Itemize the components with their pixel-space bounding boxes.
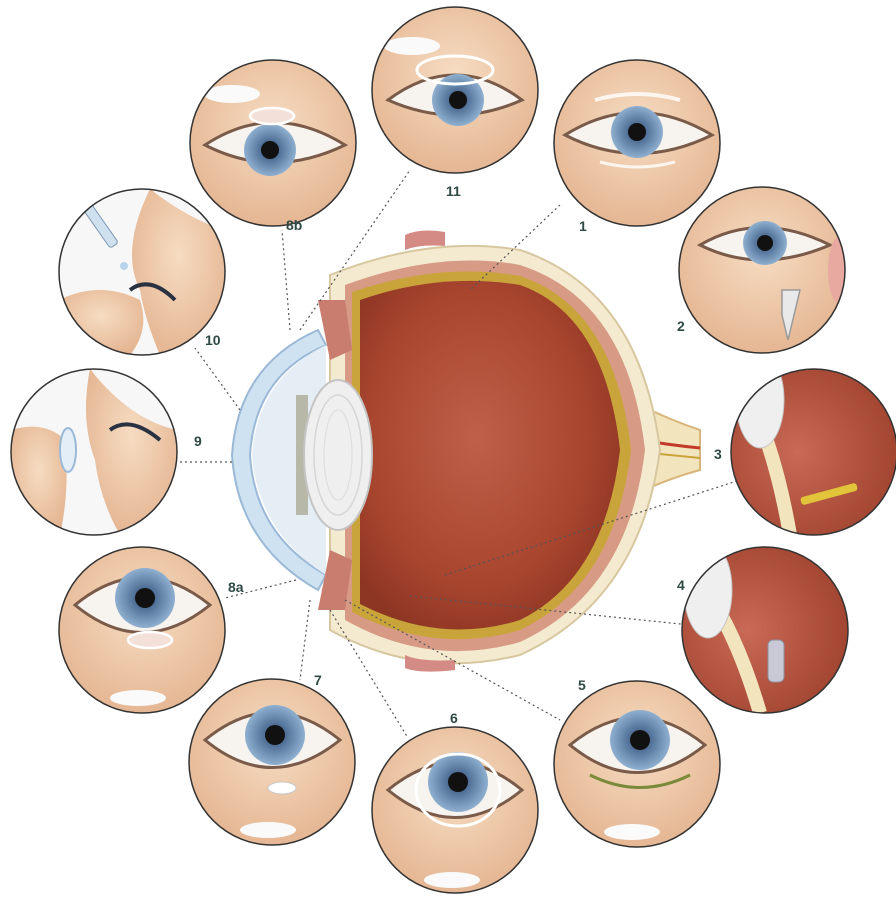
vignette-1 [554, 60, 720, 226]
label-11: 11 [446, 183, 461, 199]
label-2: 2 [677, 318, 685, 334]
label-8a: 8a [228, 579, 244, 595]
vignette-9 [11, 369, 177, 535]
label-3: 3 [714, 446, 722, 462]
label-8b: 8b [286, 217, 302, 233]
label-9: 9 [194, 433, 202, 449]
vignette-10 [59, 189, 225, 355]
label-4: 4 [677, 577, 685, 593]
vignette-4 [682, 542, 848, 713]
vignette-5 [554, 681, 720, 847]
vignette-2 [679, 187, 848, 353]
vignette-6 [372, 727, 538, 893]
vignette-3 [731, 352, 896, 535]
label-1: 1 [579, 218, 587, 234]
label-5: 5 [578, 677, 586, 693]
label-6: 6 [450, 710, 458, 726]
vignette-8a [59, 547, 225, 713]
label-10: 10 [205, 332, 221, 348]
vignette-11 [372, 7, 538, 173]
vignette-7 [189, 679, 355, 845]
eye-cross-section [232, 231, 700, 672]
label-7: 7 [314, 672, 322, 688]
vignette-8b [190, 60, 356, 226]
